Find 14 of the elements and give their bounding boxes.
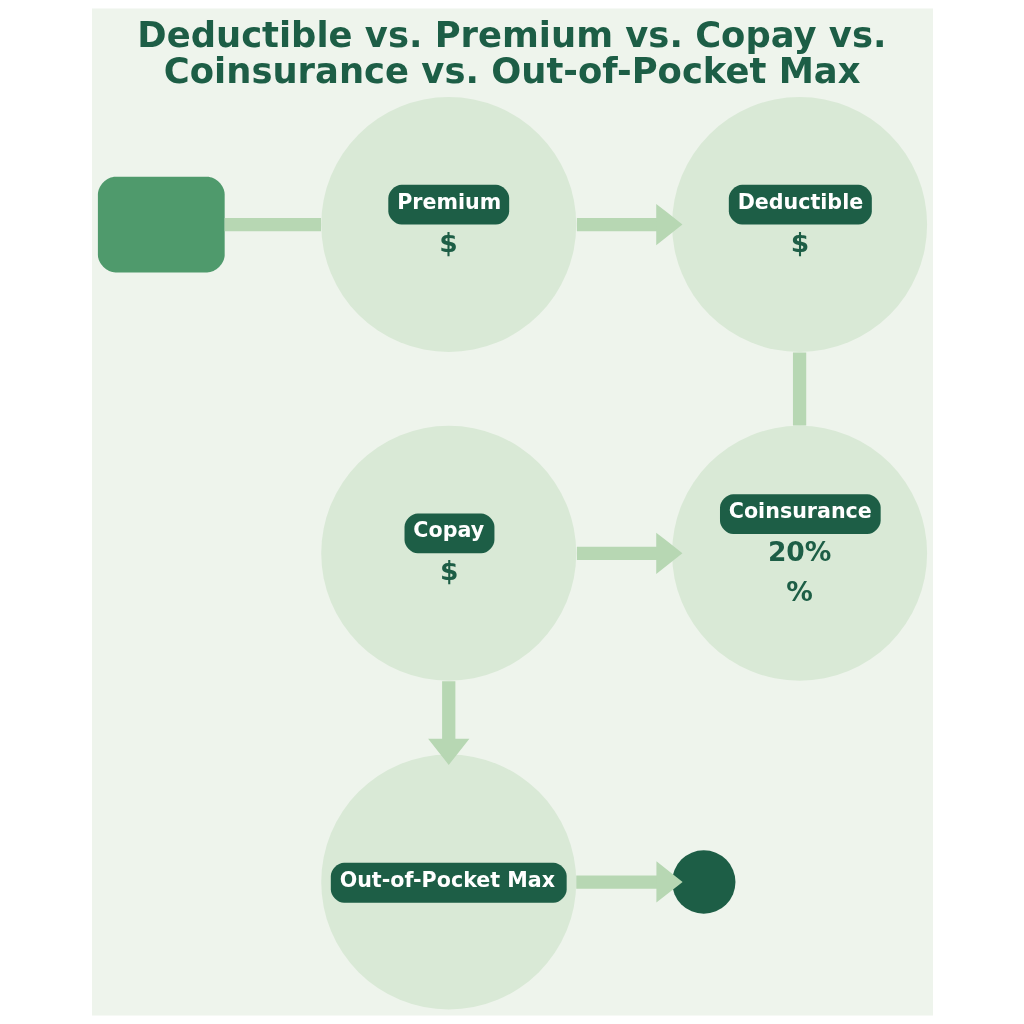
arrow — [427, 681, 469, 765]
node-circle: Coinsurance 20% % — [671, 425, 927, 681]
node-circle: Out-of-Pocket Max — [320, 754, 576, 1010]
arrow — [576, 203, 682, 246]
node-circle: Deductible $ — [671, 97, 927, 353]
node-circle: Premium $ — [320, 97, 576, 353]
arrow — [576, 532, 682, 574]
node-box — [97, 176, 225, 273]
connector — [224, 217, 321, 232]
connector — [792, 352, 806, 426]
node-circle: Copay $ — [320, 425, 576, 681]
node-circle — [671, 850, 735, 914]
arrow — [575, 861, 683, 903]
diagram-title: Deductible vs. Premium vs. Copay vs. Coinsurance vs. Out-of-Pocket Max — [136, 14, 886, 91]
